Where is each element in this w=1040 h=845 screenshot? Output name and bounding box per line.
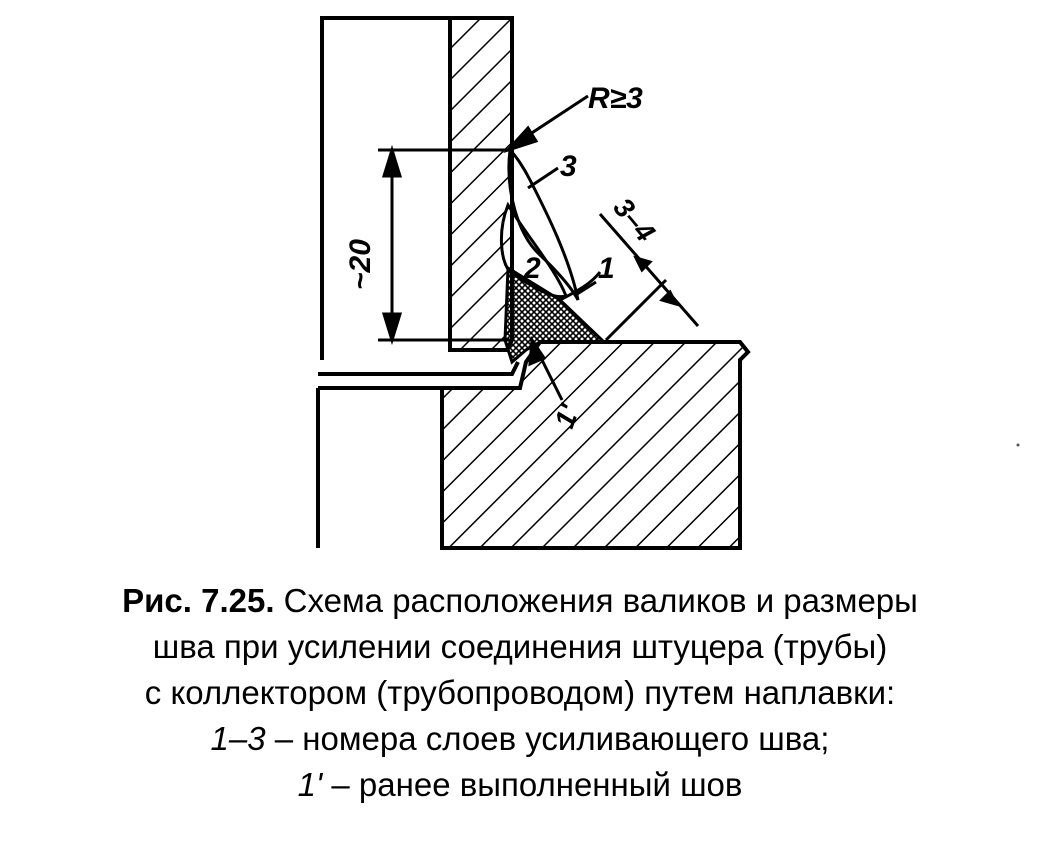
collector-wall [440,340,751,550]
dimension-leg-label: 3–4 [607,192,661,248]
pipe-wall [448,16,514,352]
dimension-leg [598,213,700,342]
collector-bore [316,361,520,548]
figure-caption: Рис. 7.25. Схема расположения валиков и … [0,578,1040,808]
caption-legend-prime-text: – ранее выполненный шов [322,766,743,803]
caption-line-2: шва при усилении соединения штуцера (тру… [152,628,888,665]
bead-1-label: 1 [598,252,615,285]
bead-1-leader [573,280,597,298]
weld-bead-3 [507,146,580,301]
bead-1-prime-leader [528,335,564,401]
caption-legend-range: 1–3 [210,720,266,757]
caption-legend-range-text: – номера слоев усиливающего шва; [265,720,830,757]
caption-line-3: с коллектором (трубопроводом) путем напл… [144,674,896,711]
radius-leader [503,94,589,154]
caption-line-5: 1' – ранее выполненный шов [0,762,1040,808]
weld-bead-2 [499,201,568,299]
dimension-height [378,144,512,346]
caption-legend-prime: 1' [297,766,323,803]
bead-3-label: 3 [560,150,577,183]
speck [1016,443,1020,447]
weld-diagram: ~20 R≥3 3 2 1 1' 3–4 [316,16,1020,550]
weld-bead-1 [559,271,602,302]
caption-figure-number: Рис. 7.25. [122,582,275,619]
pipe-bore [320,16,452,356]
radius-label: R≥3 [588,82,643,115]
caption-line-1: Рис. 7.25. Схема расположения валиков и … [0,578,1040,624]
caption-line-4: 1–3 – номера слоев усиливающего шва; [0,716,1040,762]
dimension-height-label: ~20 [344,239,377,290]
caption-line-1-text: Схема расположения валиков и размеры [274,582,918,619]
bead-2-label: 2 [523,252,541,285]
bead-3-leader [527,166,559,190]
